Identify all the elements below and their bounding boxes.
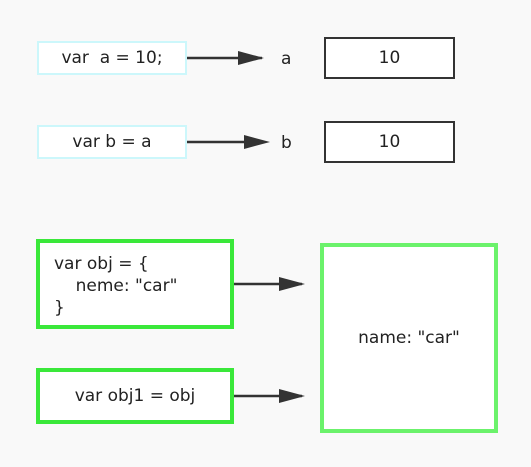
code-var-a: var a = 10;	[37, 41, 187, 75]
code-var-b: var b = a	[37, 125, 187, 159]
heap-object-text: name: "car"	[358, 328, 460, 348]
code-var-b-text: var b = a	[72, 132, 152, 152]
code-var-a-text: var a = 10;	[61, 48, 163, 68]
value-b-text: 10	[378, 132, 401, 152]
code-obj-line2: neme: "car"	[54, 276, 178, 296]
arrow-obj-head	[279, 277, 305, 291]
variable-label-a: a	[281, 49, 292, 69]
value-box-b: 10	[324, 121, 455, 163]
heap-object-box: name: "car"	[320, 243, 498, 433]
value-a-text: 10	[378, 48, 401, 68]
code-obj-line1: var obj = {	[54, 254, 149, 274]
code-var-obj1: var obj1 = obj	[36, 368, 234, 424]
code-var-obj: var obj = { neme: "car" }	[36, 239, 234, 329]
arrow-a-head	[238, 51, 264, 65]
code-obj-line3: }	[54, 298, 65, 318]
code-obj1-text: var obj1 = obj	[74, 386, 196, 406]
arrow-obj1-head	[279, 389, 305, 403]
variable-label-b: b	[281, 133, 292, 153]
arrow-b-head	[244, 135, 270, 149]
value-box-a: 10	[324, 37, 455, 79]
